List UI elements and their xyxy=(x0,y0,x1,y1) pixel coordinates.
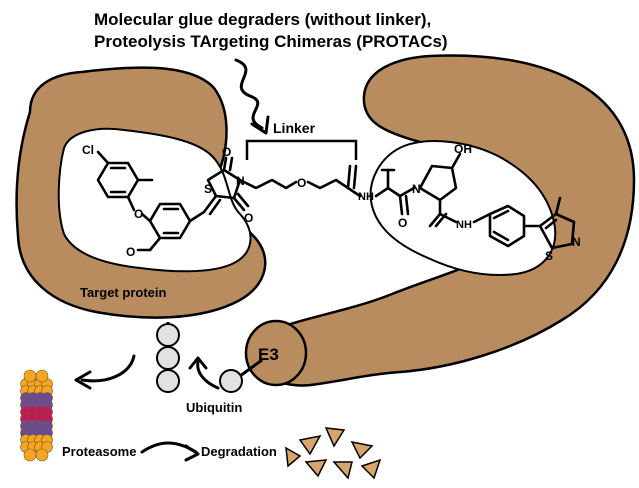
degradation-label: Degradation xyxy=(201,444,277,459)
atom-cl: Cl xyxy=(82,143,94,157)
atom-o5: O xyxy=(297,176,306,190)
fragment-3 xyxy=(350,440,374,460)
e3-cylinder-cap xyxy=(244,319,308,387)
header-line-1: Molecular glue degraders (without linker… xyxy=(94,10,431,29)
ubiquitin-bead-1 xyxy=(156,323,180,347)
squiggle-arrow-head xyxy=(250,115,270,135)
proteasome-cap xyxy=(23,369,37,383)
linker-bracket xyxy=(245,139,358,160)
proteasome-cap xyxy=(23,448,37,462)
e3-ligase-pocket xyxy=(369,140,557,277)
atom-n3: N xyxy=(572,235,581,249)
target-protein-label: Target protein xyxy=(80,285,166,300)
fragment-2 xyxy=(324,427,346,448)
atom-nh2: NH xyxy=(456,219,472,231)
squiggle-arrow xyxy=(234,58,264,130)
proteasome-cap xyxy=(35,369,49,383)
ubiquitin-chain xyxy=(156,322,263,393)
fragment-1 xyxy=(298,434,322,456)
to-degradation-arrow-head xyxy=(184,444,200,462)
atom-s1: S xyxy=(204,182,212,196)
linker-label: Linker xyxy=(273,120,316,136)
ubiquitin-label: Ubiquitin xyxy=(186,400,242,415)
atom-n2: N xyxy=(412,182,421,196)
ring-pro xyxy=(418,164,458,202)
ring-thiazole xyxy=(538,212,576,250)
ubiquitin-transfer-arrow xyxy=(196,360,220,390)
atom-n1: N xyxy=(236,174,245,188)
atom-nh1: NH xyxy=(358,191,374,203)
ring-d xyxy=(488,204,526,248)
fragment-5 xyxy=(332,461,353,480)
header-line-2: Proteolysis TArgeting Chimeras (PROTACs) xyxy=(94,32,448,51)
ubiquitin-bead-e3 xyxy=(219,369,243,393)
proteasome xyxy=(20,369,53,462)
protac-molecule xyxy=(96,150,576,252)
to-proteasome-arrow xyxy=(80,354,136,383)
peptide-fragments xyxy=(285,427,382,480)
e3-label: E3 xyxy=(258,345,279,364)
atom-o1: O xyxy=(134,207,143,221)
fragment-4 xyxy=(304,459,328,478)
ring-c xyxy=(206,168,242,200)
ubiquitin-bead-2 xyxy=(156,346,180,370)
atom-o2: O xyxy=(126,245,135,259)
fragment-6 xyxy=(360,458,382,480)
proteasome-cap xyxy=(35,448,49,462)
atom-oh: OH xyxy=(454,142,472,156)
fragment-7 xyxy=(285,446,302,468)
atom-o3: O xyxy=(222,145,231,159)
atom-o4: O xyxy=(244,211,253,225)
ubiquitin-transfer-arrow-head xyxy=(188,356,208,370)
atom-o6: O xyxy=(398,216,407,230)
to-proteasome-arrow-head xyxy=(74,370,92,390)
ubiquitin-bead-3 xyxy=(156,369,180,393)
proteasome-label: Proteasome xyxy=(62,444,136,459)
atom-s2: S xyxy=(545,249,553,263)
